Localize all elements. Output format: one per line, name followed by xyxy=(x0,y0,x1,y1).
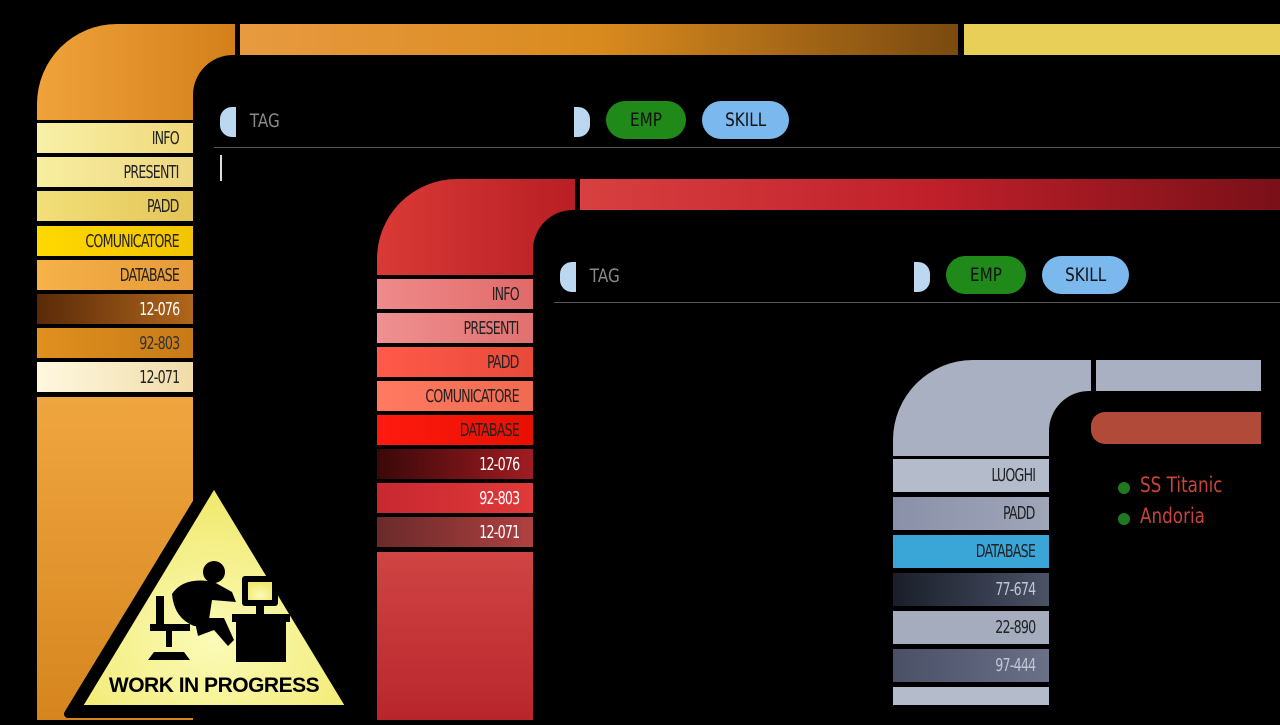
orange-tag-cap-right xyxy=(574,107,590,137)
orange-menu-info[interactable]: INFO xyxy=(37,123,193,153)
text-cursor xyxy=(220,155,222,181)
orange-menu-92-803[interactable]: 92-803 xyxy=(37,328,193,358)
orange-menu-12-076[interactable]: 12-076 xyxy=(37,294,193,324)
grey-menu-padd[interactable]: PADD xyxy=(893,497,1049,530)
grey-menu-database[interactable]: DATABASE xyxy=(893,535,1049,568)
orange-menu-12-071[interactable]: 12-071 xyxy=(37,362,193,392)
grey-menu-97-444[interactable]: 97-444 xyxy=(893,649,1049,682)
red-tag-cap-left xyxy=(560,262,576,292)
red-tag-input[interactable]: TAG xyxy=(589,265,620,287)
orange-menu-comunicatore[interactable]: COMUNICATORE xyxy=(37,226,193,256)
red-tag-cap-right xyxy=(914,262,930,292)
location-andoria[interactable]: Andoria xyxy=(1140,504,1205,528)
orange-top-bar-end xyxy=(964,24,1280,55)
red-menu-12-076[interactable]: 12-076 xyxy=(377,449,533,479)
grey-menu-luoghi[interactable]: LUOGHI xyxy=(893,459,1049,492)
red-menu-database[interactable]: DATABASE xyxy=(377,415,533,445)
grey-menu-77-674[interactable]: 77-674 xyxy=(893,573,1049,606)
red-divider xyxy=(554,302,1280,303)
red-skill-button[interactable]: SKILL xyxy=(1042,256,1129,294)
red-menu-padd[interactable]: PADD xyxy=(377,347,533,377)
work-in-progress-sign: WORK IN PROGRESS xyxy=(64,468,364,720)
orange-menu-presenti[interactable]: PRESENTI xyxy=(37,157,193,187)
orange-tag-input[interactable]: TAG xyxy=(249,110,280,132)
red-menu-presenti[interactable]: PRESENTI xyxy=(377,313,533,343)
orange-top-bar xyxy=(240,24,958,55)
orange-emp-button[interactable]: EMP xyxy=(606,101,686,139)
grey-side-column xyxy=(893,687,1049,705)
red-emp-button[interactable]: EMP xyxy=(946,256,1026,294)
red-menu-12-071[interactable]: 12-071 xyxy=(377,517,533,547)
grey-header-bar xyxy=(1091,412,1261,444)
location-status-dot xyxy=(1118,482,1130,494)
red-menu-92-803[interactable]: 92-803 xyxy=(377,483,533,513)
orange-tag-cap-left xyxy=(220,107,236,137)
red-menu-info[interactable]: INFO xyxy=(377,279,533,309)
orange-menu-padd[interactable]: PADD xyxy=(37,191,193,221)
location-ss-titanic[interactable]: SS Titanic xyxy=(1140,473,1223,497)
red-top-bar xyxy=(580,179,1280,210)
red-menu-comunicatore[interactable]: COMUNICATORE xyxy=(377,381,533,411)
work-in-progress-icon xyxy=(64,470,364,718)
grey-menu-22-890[interactable]: 22-890 xyxy=(893,611,1049,644)
orange-divider xyxy=(214,147,1280,148)
orange-skill-button[interactable]: SKILL xyxy=(702,101,789,139)
orange-menu-database[interactable]: DATABASE xyxy=(37,260,193,290)
location-status-dot xyxy=(1118,513,1130,525)
red-side-column xyxy=(377,552,533,720)
work-in-progress-text: WORK IN PROGRESS xyxy=(108,674,320,697)
grey-top-bar xyxy=(1096,360,1261,391)
